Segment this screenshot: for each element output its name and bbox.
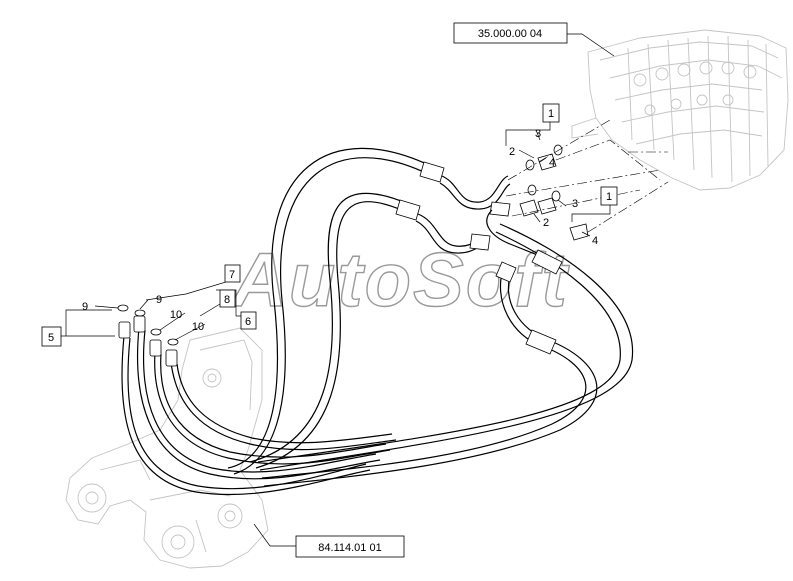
callout-1-top[interactable]: 1 (542, 103, 560, 123)
oring-9-right (134, 309, 146, 317)
callout-10-b: 10 (192, 321, 204, 333)
callout-3-mid: 3 (572, 198, 578, 210)
reference-valve-label: 35.000.00 04 (478, 28, 542, 40)
valve-adapters (505, 119, 669, 241)
hose-left-3-inner (160, 353, 387, 458)
reference-boom-box[interactable]: 84.114.01 01 (295, 535, 405, 558)
fitting-left-4 (165, 349, 178, 367)
callout-2-mid: 2 (543, 217, 549, 229)
fitting-left-3 (149, 339, 162, 357)
oring-9-left (117, 304, 129, 312)
oring-10-b (167, 338, 179, 346)
hose-left-1-inner (127, 337, 367, 490)
callout-1-mid[interactable]: 1 (600, 186, 618, 206)
callout-9-right: 9 (156, 294, 162, 306)
hose-left-3 (154, 351, 391, 465)
callout-8[interactable]: 8 (219, 289, 236, 308)
control-valve-ghost (571, 29, 789, 191)
watermark: AutoSoft (230, 238, 569, 323)
hose-left-4 (170, 361, 397, 451)
hose-left-1 (121, 335, 371, 496)
svg-text:1: 1 (548, 108, 554, 120)
hose-d (263, 269, 598, 487)
callout-7[interactable]: 7 (224, 264, 241, 283)
fitting-left-1 (118, 321, 131, 339)
hose-left-2-inner (142, 329, 377, 473)
hose-b-inner (255, 201, 405, 469)
callout-4-mid: 4 (592, 235, 598, 247)
hose-c (259, 223, 634, 471)
hydraulic-hoses (121, 147, 634, 496)
callout-3-top: 3 (535, 128, 541, 140)
reference-boom-label: 84.114.01 01 (318, 542, 381, 554)
hose-left-4-inner (176, 363, 393, 444)
callout-10-a: 10 (170, 309, 182, 321)
svg-text:7: 7 (229, 269, 235, 281)
svg-text:1: 1 (606, 191, 612, 203)
hose-b (249, 192, 407, 463)
callout-9-left: 9 (82, 301, 88, 313)
hose-fittings (117, 161, 563, 367)
svg-text:6: 6 (245, 316, 251, 328)
hose-d-inner (261, 265, 587, 479)
oring-10-a (150, 328, 162, 336)
svg-text:8: 8 (224, 294, 230, 306)
hose-a-inner (233, 157, 429, 475)
svg-text:5: 5 (48, 332, 54, 344)
hose-c-inner (257, 231, 621, 463)
callout-4-top: 4 (549, 157, 555, 169)
hose-left-2 (136, 327, 381, 480)
callout-5[interactable]: 5 (41, 326, 62, 347)
hose-a (227, 147, 432, 469)
boom-foot-ghost (65, 327, 269, 569)
reference-valve-box[interactable]: 35.000.00 04 (453, 22, 568, 44)
fitting-left-2 (133, 315, 146, 333)
callout-2-top: 2 (509, 146, 515, 158)
callout-6[interactable]: 6 (240, 311, 257, 330)
